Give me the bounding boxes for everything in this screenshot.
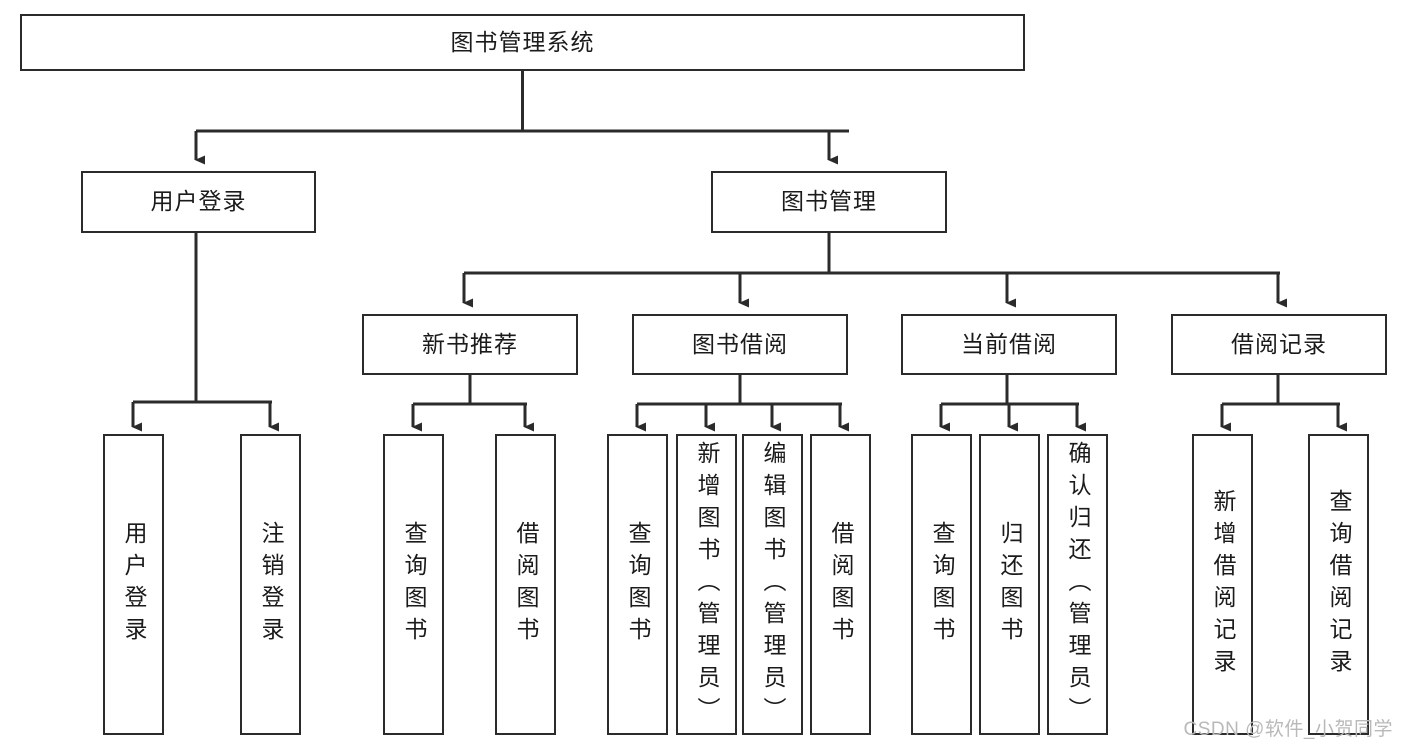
leaf-logout-login[interactable]: 注销登录 — [240, 434, 301, 735]
leaf-user-login[interactable]: 用户登录 — [103, 434, 164, 735]
leaf-borrow-book-recommend[interactable]: 借阅图书 — [495, 434, 556, 735]
leaf-borrow-book-label: 借阅图书 — [828, 520, 854, 649]
node-new-book-recommend-label: 新书推荐 — [422, 330, 518, 357]
node-book-manage-label: 图书管理 — [781, 188, 877, 215]
node-user-login[interactable]: 用户登录 — [81, 171, 316, 233]
leaf-confirm-return-label: 确认归还（管理员） — [1065, 440, 1091, 729]
leaf-confirm-return[interactable]: 确认归还（管理员） — [1047, 434, 1108, 735]
leaf-query-book-recommend[interactable]: 查询图书 — [383, 434, 444, 735]
node-borrow-record-label: 借阅记录 — [1231, 330, 1327, 357]
leaf-query-book-borrow-label: 查询图书 — [625, 520, 651, 649]
node-book-manage[interactable]: 图书管理 — [711, 171, 947, 233]
leaf-add-borrow-record-label: 新增借阅记录 — [1210, 488, 1236, 681]
leaf-query-borrow-record[interactable]: 查询借阅记录 — [1308, 434, 1369, 735]
leaf-user-login-label: 用户登录 — [121, 520, 147, 649]
leaf-edit-book-label: 编辑图书（管理员） — [760, 440, 786, 729]
leaf-add-borrow-record[interactable]: 新增借阅记录 — [1192, 434, 1253, 735]
leaf-query-book-recommend-label: 查询图书 — [401, 520, 427, 649]
node-book-borrow-label: 图书借阅 — [692, 330, 788, 357]
watermark-text: CSDN @软件_小贺同学 — [1183, 719, 1393, 740]
node-root-system[interactable]: 图书管理系统 — [20, 14, 1025, 71]
node-new-book-recommend[interactable]: 新书推荐 — [362, 314, 578, 375]
node-current-borrow[interactable]: 当前借阅 — [901, 314, 1117, 375]
node-current-borrow-label: 当前借阅 — [961, 330, 1057, 357]
leaf-query-book-current[interactable]: 查询图书 — [911, 434, 972, 735]
leaf-query-book-current-label: 查询图书 — [929, 520, 955, 649]
leaf-add-book-label: 新增图书（管理员） — [694, 440, 720, 729]
node-root-system-label: 图书管理系统 — [450, 28, 595, 55]
leaf-return-book[interactable]: 归还图书 — [979, 434, 1040, 735]
leaf-edit-book[interactable]: 编辑图书（管理员） — [742, 434, 803, 735]
leaf-query-book-borrow[interactable]: 查询图书 — [607, 434, 668, 735]
leaf-query-borrow-record-label: 查询借阅记录 — [1326, 488, 1352, 681]
node-user-login-label: 用户登录 — [150, 188, 247, 215]
leaf-borrow-book-recommend-label: 借阅图书 — [513, 520, 539, 649]
leaf-return-book-label: 归还图书 — [997, 520, 1023, 649]
leaf-borrow-book[interactable]: 借阅图书 — [810, 434, 871, 735]
node-borrow-record[interactable]: 借阅记录 — [1171, 314, 1387, 375]
leaf-logout-login-label: 注销登录 — [258, 520, 284, 649]
node-book-borrow[interactable]: 图书借阅 — [632, 314, 848, 375]
leaf-add-book[interactable]: 新增图书（管理员） — [676, 434, 737, 735]
